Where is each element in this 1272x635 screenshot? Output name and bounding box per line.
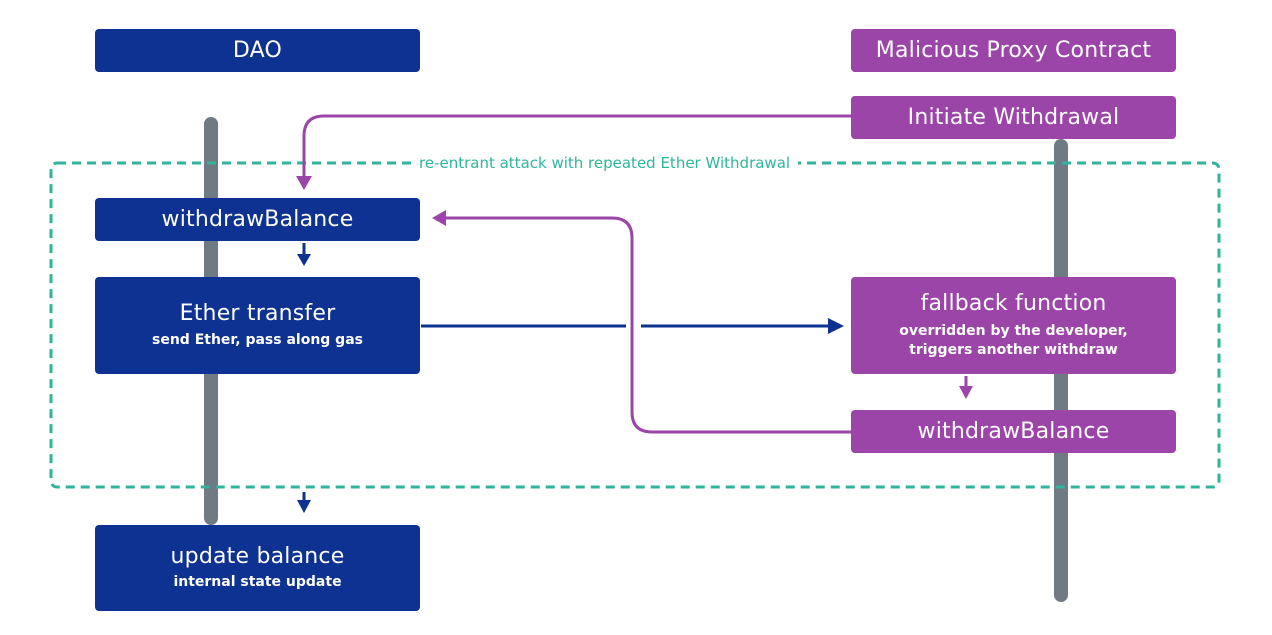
fallback-to-withdraw-arrowhead	[959, 386, 973, 399]
initiate-to-withdraw-arrowhead	[296, 176, 312, 190]
reentry-return-arrow	[446, 216, 852, 434]
initiate-withdrawal-label: Initiate Withdrawal	[907, 104, 1120, 130]
dao-withdraw-balance-box: withdrawBalance	[95, 198, 420, 241]
ether-transfer-box: Ether transfer send Ether, pass along ga…	[95, 277, 420, 374]
loop-to-update-arrowhead	[297, 500, 311, 513]
dao-lane-header: DAO	[95, 29, 420, 72]
attacker-lane-header: Malicious Proxy Contract	[851, 29, 1176, 72]
reentry-return-arrowhead	[432, 210, 446, 226]
fallback-function-subtitle-line2: triggers another withdraw	[909, 342, 1118, 359]
ether-transfer-title: Ether transfer	[179, 301, 336, 327]
withdraw-to-transfer-arrowhead	[297, 254, 311, 266]
ether-transfer-subtitle: send Ether, pass along gas	[152, 331, 363, 348]
transfer-to-fallback-arrowhead	[828, 318, 844, 334]
fallback-function-box: fallback function overridden by the deve…	[851, 277, 1176, 374]
initiate-to-withdraw-arrow	[302, 114, 852, 178]
attacker-withdraw-balance-box: withdrawBalance	[851, 410, 1176, 453]
update-balance-box: update balance internal state update	[95, 525, 420, 611]
dao-header-label: DAO	[232, 37, 283, 63]
update-balance-title: update balance	[170, 543, 345, 569]
fallback-function-title: fallback function	[920, 290, 1107, 316]
attacker-withdraw-balance-label: withdrawBalance	[917, 418, 1110, 444]
dao-withdraw-balance-label: withdrawBalance	[161, 206, 354, 232]
attacker-header-label: Malicious Proxy Contract	[875, 37, 1152, 63]
update-balance-subtitle: internal state update	[173, 574, 342, 591]
fallback-function-subtitle-line1: overridden by the developer,	[899, 323, 1128, 340]
reentrancy-loop-label: re-entrant attack with repeated Ether Wi…	[411, 153, 799, 173]
initiate-withdrawal-box: Initiate Withdrawal	[851, 96, 1176, 139]
